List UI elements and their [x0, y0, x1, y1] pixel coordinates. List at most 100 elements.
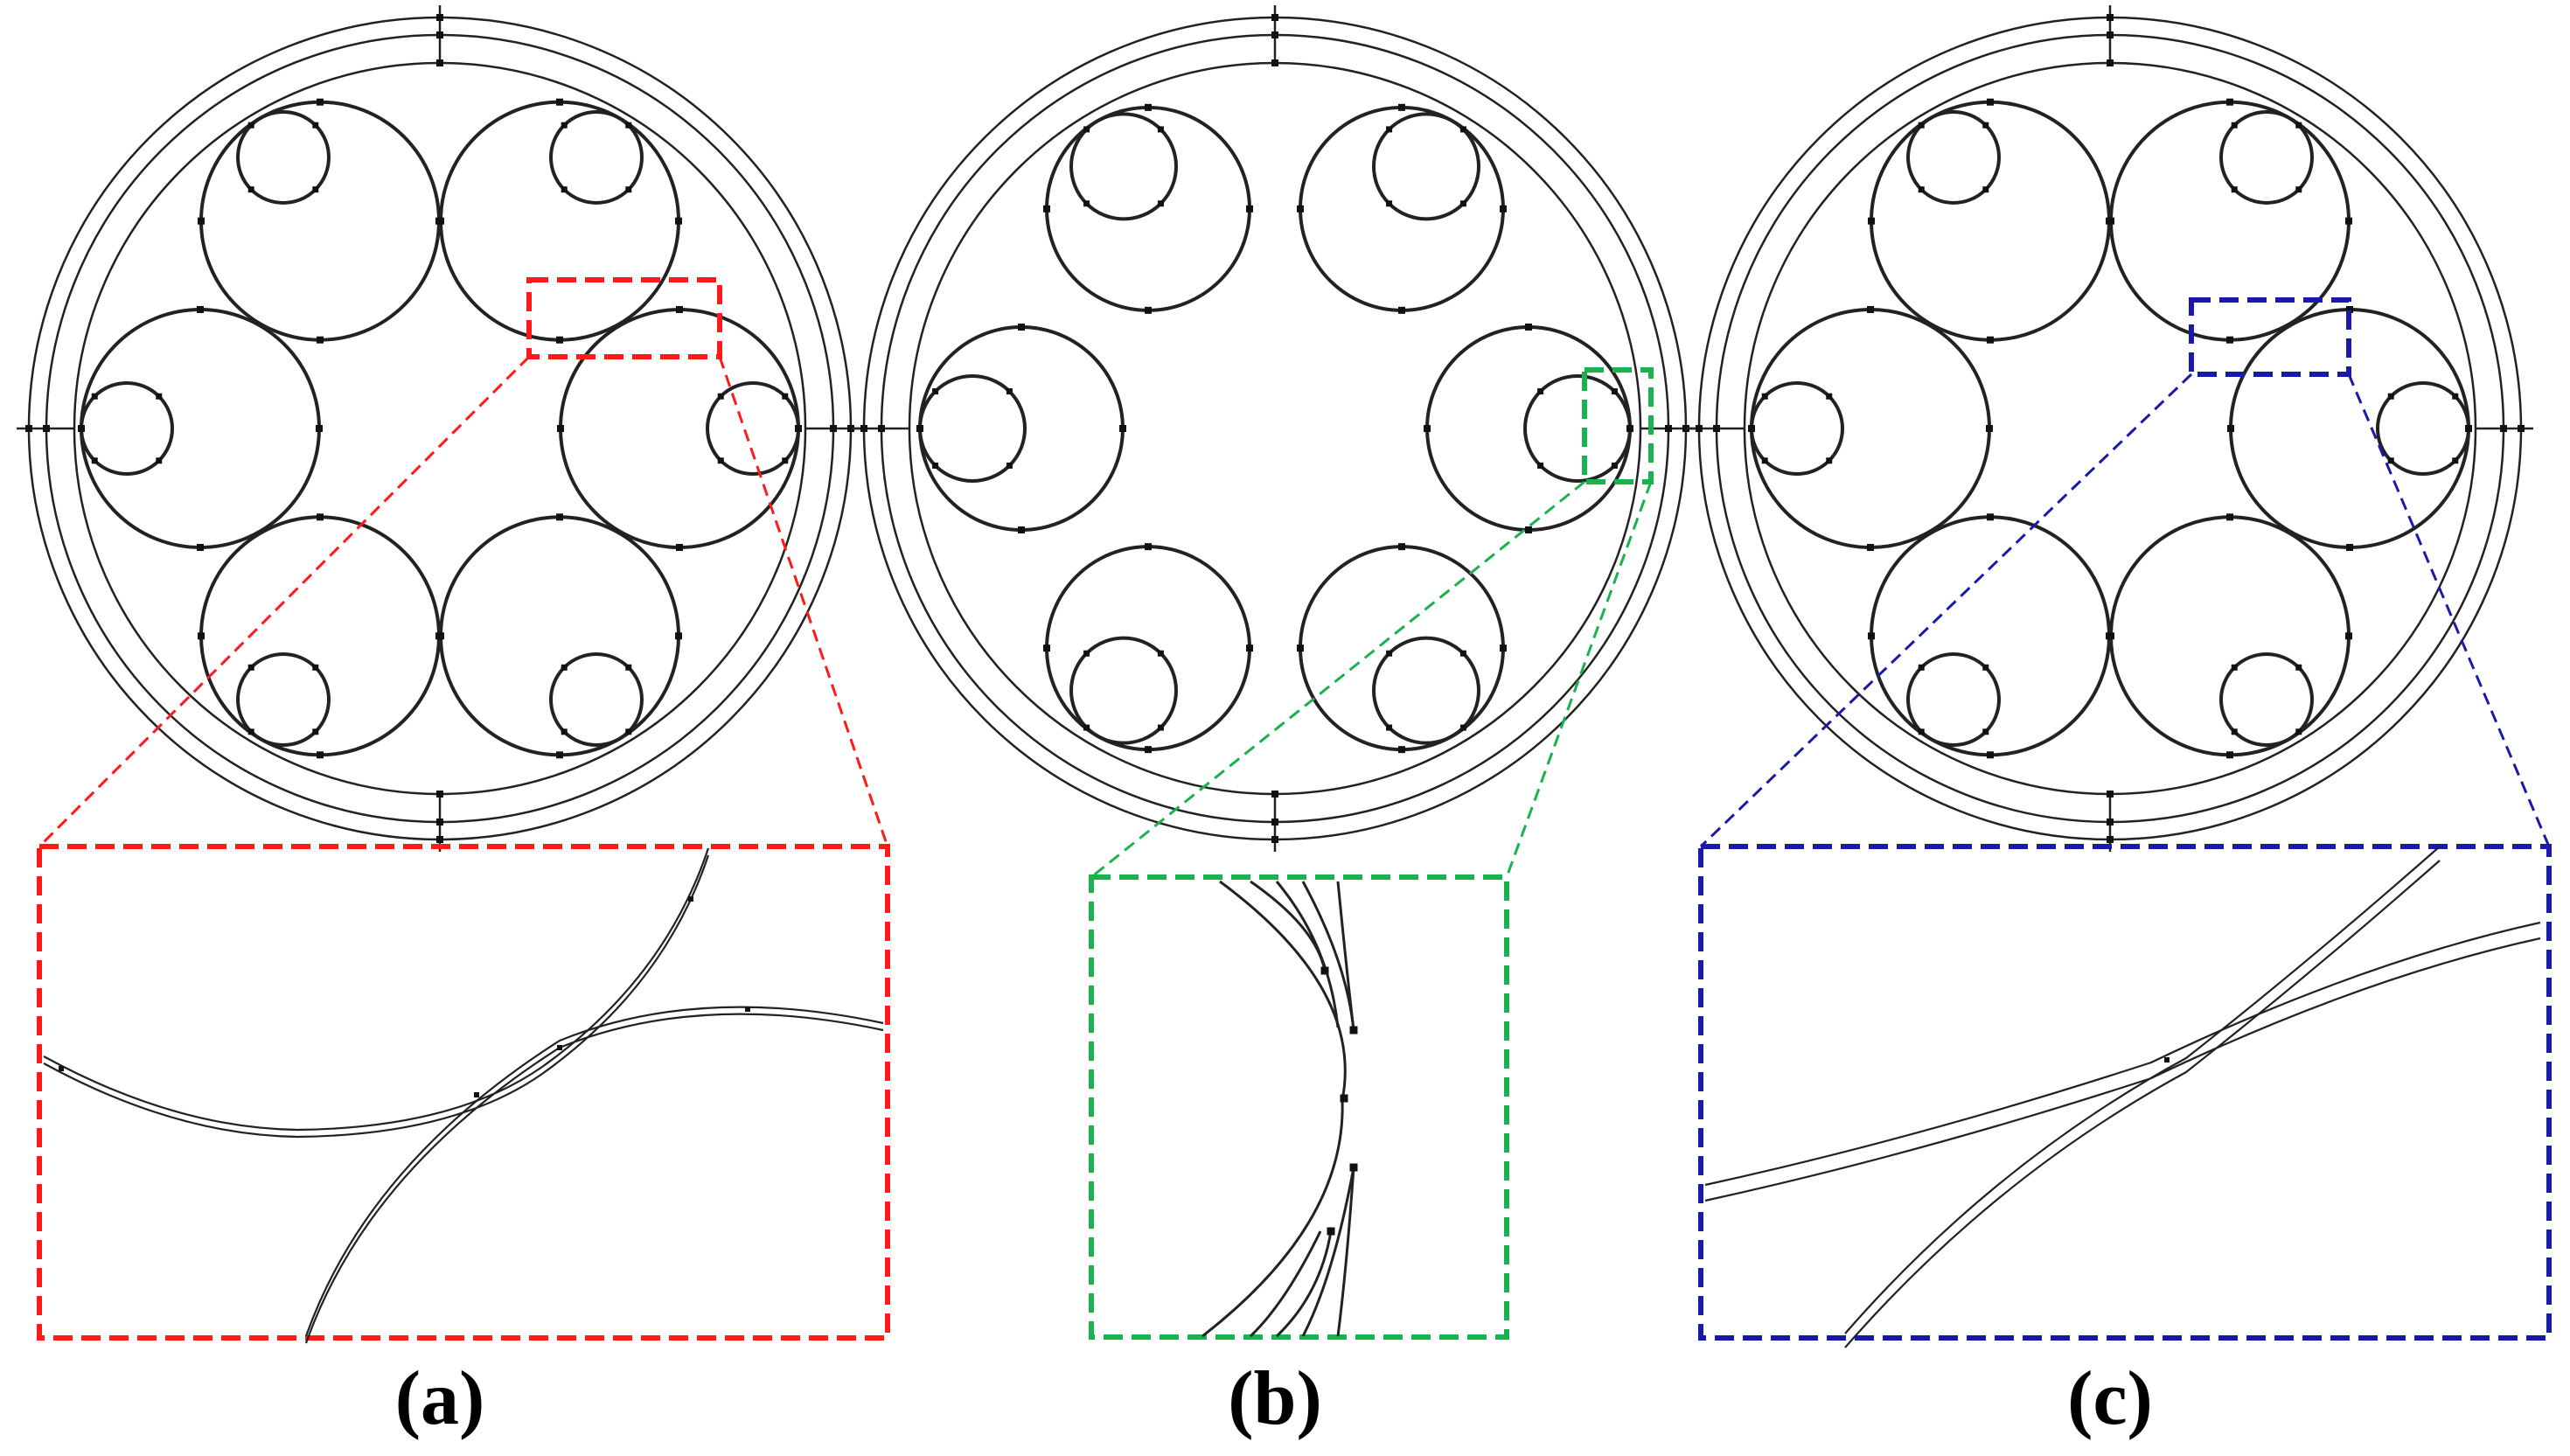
node-marker — [437, 632, 444, 640]
core-circle — [2109, 100, 2351, 342]
core-boundary — [1201, 880, 1347, 1338]
node-marker — [247, 664, 254, 671]
zoom-connector — [718, 356, 889, 847]
node-marker — [2106, 217, 2113, 225]
node-marker — [2226, 98, 2233, 106]
node-marker — [1537, 462, 1544, 469]
node-marker — [1986, 425, 1993, 432]
node-marker — [556, 751, 563, 759]
node-marker — [1340, 1094, 1348, 1103]
fiber-curve — [1336, 881, 1355, 1031]
node-marker — [1246, 205, 1253, 212]
node-marker — [1761, 393, 1768, 400]
node-marker — [1386, 724, 1393, 731]
fiber-curve — [1249, 1230, 1322, 1338]
core-circle — [1425, 325, 1632, 532]
node-marker — [1525, 526, 1532, 533]
node-marker — [1018, 526, 1025, 533]
node-marker — [1424, 425, 1431, 432]
node-marker — [916, 425, 923, 432]
fiber-arc — [1844, 846, 2441, 1334]
node-marker — [675, 217, 682, 225]
outer-ring — [27, 16, 853, 841]
node-marker — [2387, 393, 2394, 400]
node-marker — [1987, 336, 1994, 344]
node-marker — [561, 186, 568, 193]
node-marker — [675, 632, 682, 640]
node-marker — [2346, 544, 2353, 551]
node-marker — [1271, 59, 1278, 66]
node-marker — [556, 336, 563, 344]
node-marker — [247, 728, 254, 735]
node-marker — [1987, 751, 1994, 759]
node-marker — [556, 98, 563, 106]
core-circle — [199, 515, 441, 757]
node-marker — [878, 425, 885, 432]
node-marker — [1987, 98, 1994, 106]
node-marker — [1611, 388, 1618, 395]
node-marker — [1145, 306, 1152, 314]
node-marker — [625, 122, 632, 129]
fiber-arc — [304, 1006, 884, 1337]
node-marker — [247, 122, 254, 129]
core-circle — [1870, 100, 2111, 342]
node-marker — [2295, 728, 2302, 735]
node-marker — [1320, 966, 1329, 975]
inner-core-circle — [2219, 109, 2314, 205]
node-marker — [2465, 425, 2472, 432]
node-marker — [557, 1045, 562, 1050]
node-marker — [1349, 1163, 1358, 1172]
fiber-curve — [1275, 881, 1340, 1028]
node-marker — [2452, 457, 2459, 464]
node-marker — [2231, 122, 2238, 129]
node-marker — [1665, 425, 1672, 432]
node-marker — [1867, 306, 1874, 313]
node-marker — [1918, 186, 1925, 193]
inner-ring — [908, 61, 1642, 796]
node-marker — [312, 186, 319, 193]
node-marker — [1626, 425, 1633, 432]
node-marker — [1271, 14, 1278, 21]
node-marker — [557, 425, 564, 432]
node-marker — [2346, 306, 2353, 313]
fiber-curve — [1301, 1167, 1355, 1337]
node-marker — [1982, 664, 1989, 671]
node-marker — [2231, 186, 2238, 193]
node-marker — [782, 457, 789, 464]
node-marker — [1145, 103, 1152, 111]
node-marker — [2231, 664, 2238, 671]
panel-a — [17, 5, 863, 852]
node-marker — [2107, 31, 2114, 38]
inner-core-circle — [1372, 112, 1480, 221]
inner-core-circle — [549, 109, 644, 205]
node-marker — [1349, 1026, 1358, 1035]
node-marker — [1398, 543, 1405, 551]
inner-core-circle — [236, 652, 331, 748]
node-marker — [1157, 650, 1164, 657]
node-marker — [317, 513, 324, 521]
node-marker — [1119, 425, 1126, 432]
inner-ring — [1743, 61, 2477, 796]
node-marker — [1006, 462, 1013, 469]
core-circle — [80, 308, 321, 549]
inner-core-circle — [236, 109, 331, 205]
node-marker — [745, 1007, 750, 1012]
inner-core-circle — [549, 652, 644, 748]
fiber-arc — [1704, 937, 2541, 1202]
node-marker — [676, 544, 683, 551]
inner-core-circle — [1069, 112, 1178, 221]
node-marker — [2295, 664, 2302, 671]
zoom-detail-box — [37, 844, 890, 1341]
fiber-curve — [1336, 1167, 1355, 1337]
panel-label-a: (a) — [395, 1356, 485, 1441]
node-marker — [1043, 644, 1050, 652]
inner-ring — [73, 61, 807, 796]
node-marker — [1982, 122, 1989, 129]
node-marker — [1271, 819, 1278, 826]
node-marker — [1043, 205, 1050, 212]
node-marker — [1682, 425, 1689, 432]
node-marker — [932, 388, 939, 395]
node-marker — [43, 425, 50, 432]
node-marker — [1145, 543, 1152, 551]
node-marker — [2107, 791, 2114, 798]
